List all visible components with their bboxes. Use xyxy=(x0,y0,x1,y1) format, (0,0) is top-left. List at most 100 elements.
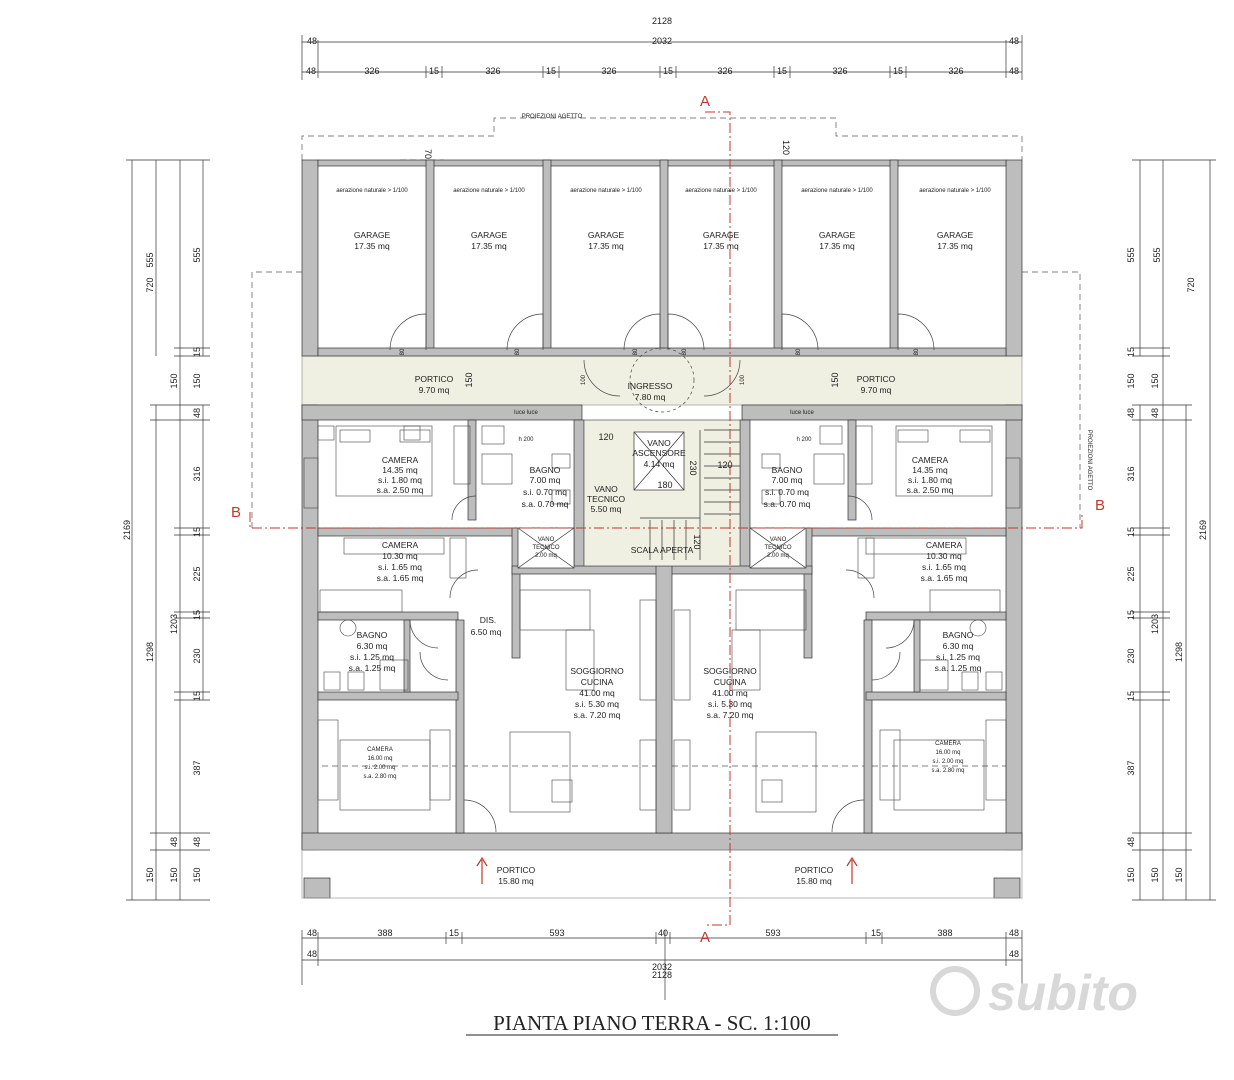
dim-right-misc-0: 555 xyxy=(1152,247,1162,262)
vano-tecnico-left-area: 2.00 mq xyxy=(535,553,557,559)
right-apartment-labels: CAMERA 14.35 mq s.i. 1.80 mq s.a. 2.50 m… xyxy=(703,455,981,886)
garage-area-1: 17.35 mq xyxy=(471,241,507,251)
dim-left-chain-7: 15 xyxy=(192,610,202,620)
garage-name-0: GARAGE xyxy=(354,230,391,240)
dim-right-misc-2: 48 xyxy=(1150,408,1160,418)
dim-right-chain-10: 387 xyxy=(1126,760,1136,775)
right-bagno2-name: BAGNO xyxy=(943,630,974,640)
right-camera3-si: s.i. 2.00 mq xyxy=(932,759,963,765)
left-camera3-si: s.i. 2.00 mq xyxy=(364,765,395,771)
dim-top-chain-1: 326 xyxy=(364,66,379,76)
dim-left-misc-3: 150 xyxy=(169,867,179,882)
dim-left-misc-0: 150 xyxy=(169,373,179,388)
dim-bottom-chain-0: 48 xyxy=(307,928,317,938)
left-bagno2-name: BAGNO xyxy=(357,630,388,640)
right-camera3-sa: s.a. 2.80 mq xyxy=(931,768,964,774)
garage-area-3: 17.35 mq xyxy=(703,241,739,251)
dim-top-chain-11: 326 xyxy=(948,66,963,76)
dim-top-chain-6: 15 xyxy=(663,66,673,76)
h200-left: h 200 xyxy=(518,437,534,443)
dim-150-left: 150 xyxy=(464,372,474,387)
garage-area-4: 17.35 mq xyxy=(819,241,855,251)
vano-tecnico-center-name1: VANO xyxy=(594,484,618,494)
dim-bottom-chain-3: 593 xyxy=(549,928,564,938)
dim-right-chain-5: 15 xyxy=(1126,527,1136,537)
garage-note-5: aerazione naturale > 1/100 xyxy=(919,188,991,194)
left-bagno1-sa: s.a. 0.70 mq xyxy=(522,499,569,509)
right-bagno2-si: s.i. 1.25 mq xyxy=(936,652,980,662)
vano-tecnico-right-name2: TECNICO xyxy=(765,545,792,551)
dim-right-chain-7: 15 xyxy=(1126,610,1136,620)
right-camera2-area: 10.30 mq xyxy=(926,551,962,561)
dim-bottom-chain-7: 388 xyxy=(937,928,952,938)
garage-area-5: 17.35 mq xyxy=(937,241,973,251)
left-camera3-area: 16.00 mq xyxy=(367,756,392,762)
right-bagno1-name: BAGNO xyxy=(772,465,803,475)
vano-ascensore-area: 4.14 mq xyxy=(644,459,675,469)
dim-bottom-edge-left: 48 xyxy=(307,949,317,959)
luce-right: luce luce xyxy=(790,410,814,416)
section-label-a-bottom: A xyxy=(700,929,710,946)
dim-230: 230 xyxy=(688,460,698,475)
dim-right-total: 2169 xyxy=(1198,520,1208,540)
right-soggiorno-area: 41.00 mq xyxy=(712,688,748,698)
portico-arrows xyxy=(476,856,858,884)
right-camera1-area: 14.35 mq xyxy=(912,465,948,475)
section-lines xyxy=(249,111,1083,926)
watermark: subito xyxy=(930,965,1138,1021)
left-camera2-name: CAMERA xyxy=(382,540,419,550)
left-camera1-name: CAMERA xyxy=(382,455,419,465)
dimensions-right xyxy=(1132,159,1216,901)
dim-right-misc-1: 150 xyxy=(1150,373,1160,388)
garage-area-2: 17.35 mq xyxy=(588,241,624,251)
door-label-5: 80 xyxy=(914,348,920,355)
dim-left-chain-5: 15 xyxy=(192,527,202,537)
left-camera1-sa: s.a. 2.50 mq xyxy=(377,485,424,495)
dim-left-chain-10: 387 xyxy=(192,760,202,775)
dim-bottom-chain-8: 48 xyxy=(1009,928,1019,938)
right-camera3-name: CAMERA xyxy=(935,741,961,747)
portico-left-name: PORTICO xyxy=(415,374,454,384)
dim-120-ingresso: 120 xyxy=(598,432,613,442)
right-camera1-name: CAMERA xyxy=(912,455,949,465)
dim-right-chain-4: 316 xyxy=(1126,466,1136,481)
dim-right-chain-11: 48 xyxy=(1126,837,1136,847)
dim-top-edge-left: 48 xyxy=(307,36,317,46)
dim-bottom-chain-6: 15 xyxy=(871,928,881,938)
vano-tecnico-right-name1: VANO xyxy=(770,537,787,543)
dim-right-chain-8: 230 xyxy=(1126,648,1136,663)
dim-right-1203: 1203 xyxy=(1150,614,1160,634)
dim-bottom-chain-1: 388 xyxy=(377,928,392,938)
portico-bottom-outline xyxy=(301,849,1023,899)
left-apartment-labels: CAMERA 14.35 mq s.i. 1.80 mq s.a. 2.50 m… xyxy=(349,455,624,886)
left-camera2-si: s.i. 1.65 mq xyxy=(378,562,422,572)
dim-right-chain-0: 555 xyxy=(1126,247,1136,262)
left-portico-name: PORTICO xyxy=(497,865,536,875)
scala-aperta-label: SCALA APERTA xyxy=(631,545,694,555)
right-soggiorno-name1: SOGGIORNO xyxy=(703,666,757,676)
left-camera2-area: 10.30 mq xyxy=(382,551,418,561)
vano-tecnico-center-area: 5.50 mq xyxy=(591,504,622,514)
dim-right-chain-12: 150 xyxy=(1126,867,1136,882)
h200-right: h 200 xyxy=(796,437,812,443)
section-label-b-left: B xyxy=(231,504,241,521)
left-bagno1-si: s.i. 0.70 mq xyxy=(523,487,567,497)
dimensions-left xyxy=(126,159,210,901)
right-portico-name: PORTICO xyxy=(795,865,834,875)
portico-left-area: 9.70 mq xyxy=(419,385,450,395)
luce-left: luce luce xyxy=(514,410,538,416)
dim-right-chain-9: 15 xyxy=(1126,691,1136,701)
stair-core xyxy=(583,419,741,567)
ingresso-name: INGRESSO xyxy=(628,381,673,391)
dim-top-outer: 2128 xyxy=(652,16,672,26)
dim-bottom-chain-5: 593 xyxy=(765,928,780,938)
dim-right-misc-3: 150 xyxy=(1150,867,1160,882)
left-bagno1-area: 7.00 mq xyxy=(530,475,561,485)
door-label-7: 100 xyxy=(740,374,746,385)
dim-top-chain-3: 326 xyxy=(485,66,500,76)
door-label-4: 80 xyxy=(796,348,802,355)
dim-150-right: 150 xyxy=(830,372,840,387)
right-bagno2-area: 6.30 mq xyxy=(943,641,974,651)
dim-top-chain-10: 15 xyxy=(893,66,903,76)
vano-ascensore-name2: ASCENSORE xyxy=(632,448,686,458)
